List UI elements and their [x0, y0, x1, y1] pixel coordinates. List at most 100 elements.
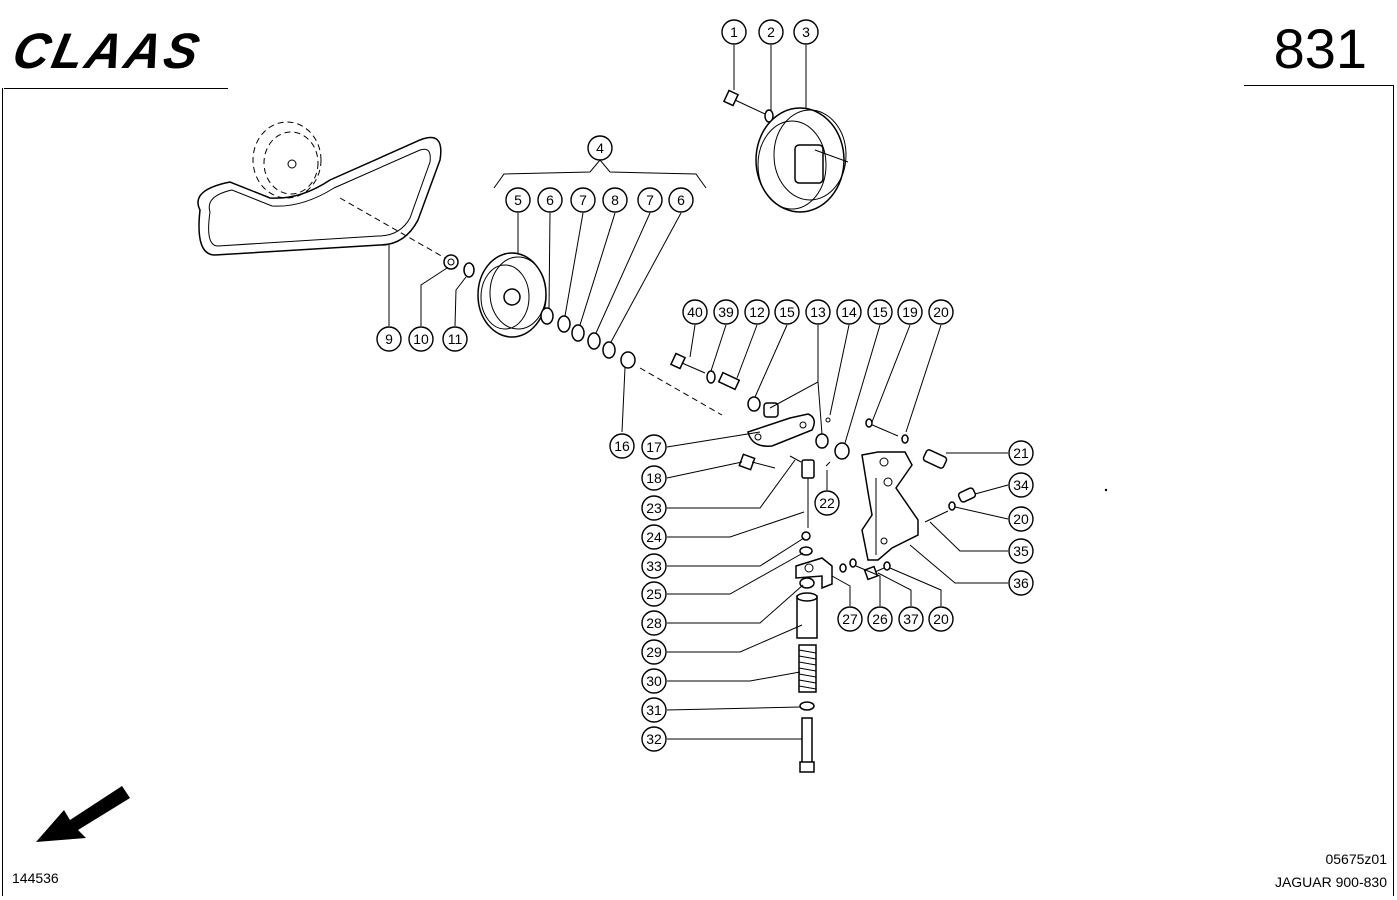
svg-text:18: 18 [646, 470, 662, 486]
bush-21 [922, 449, 948, 469]
callout-33: 33 [641, 553, 667, 579]
v-belt [197, 121, 446, 259]
callout-40: 40 [682, 299, 708, 325]
svg-text:15: 15 [872, 304, 888, 320]
header-rule-left [4, 88, 228, 89]
callout-39: 39 [713, 299, 739, 325]
callout-34: 34 [1008, 472, 1034, 498]
frame-left [2, 88, 3, 896]
svg-text:14: 14 [841, 304, 857, 320]
svg-text:25: 25 [646, 586, 662, 602]
direction-arrow-icon [36, 786, 130, 842]
callout-29: 29 [641, 639, 667, 665]
svg-text:40: 40 [687, 304, 703, 320]
svg-text:20: 20 [933, 304, 949, 320]
spring-30 [798, 644, 817, 693]
callout-23: 23 [641, 495, 667, 521]
bolt-1 [722, 89, 766, 115]
callout-27: 27 [837, 606, 863, 632]
washers-26 [839, 558, 857, 573]
svg-text:5: 5 [514, 192, 522, 208]
callout-4: 4 [587, 135, 613, 161]
washer-39 [706, 370, 716, 384]
callout-26: 26 [867, 606, 893, 632]
bolt-18 [738, 453, 776, 471]
bolt-19 [865, 418, 899, 437]
callout-24: 24 [641, 524, 667, 550]
svg-text:30: 30 [646, 673, 662, 689]
svg-text:34: 34 [1013, 477, 1029, 493]
svg-text:29: 29 [646, 644, 662, 660]
callout-6: 6 [537, 187, 563, 213]
svg-text:36: 36 [1013, 575, 1029, 591]
svg-text:7: 7 [579, 192, 587, 208]
callout-7: 7 [570, 187, 596, 213]
svg-text:2: 2 [767, 24, 775, 40]
svg-text:20: 20 [933, 611, 949, 627]
callout-17: 17 [641, 434, 667, 460]
callout-13: 13 [805, 299, 831, 325]
svg-text:13: 13 [810, 304, 826, 320]
callout-6b: 6 [668, 187, 694, 213]
svg-text:20: 20 [1013, 511, 1029, 527]
svg-text:19: 19 [902, 304, 918, 320]
callout-36: 36 [1008, 570, 1034, 596]
svg-text:11: 11 [448, 331, 463, 347]
bush-15a [747, 396, 761, 412]
bush-34 [957, 487, 977, 503]
svg-text:1: 1 [730, 24, 738, 40]
callout-21: 21 [1008, 440, 1034, 466]
callout-11: 11 [442, 326, 468, 352]
frame-right [1393, 85, 1394, 896]
svg-text:28: 28 [646, 615, 662, 631]
callout-3: 3 [793, 19, 819, 45]
pulley-3 [755, 107, 849, 213]
washer-20a [901, 434, 909, 444]
svg-text:16: 16 [614, 438, 630, 454]
svg-text:8: 8 [611, 192, 619, 208]
callout-19: 19 [897, 299, 923, 325]
sleeve-12 [717, 371, 741, 391]
split-pin-22 [825, 461, 831, 467]
svg-text:24: 24 [646, 529, 662, 545]
callout-16: 16 [609, 433, 635, 459]
tension-rod-24 [801, 459, 815, 528]
callout-14: 14 [836, 299, 862, 325]
callout-15b: 15 [867, 299, 893, 325]
callout-2: 2 [758, 19, 784, 45]
svg-text:9: 9 [385, 331, 393, 347]
callout-20: 20 [928, 299, 954, 325]
callout-5: 5 [505, 187, 531, 213]
callout-35: 35 [1008, 538, 1034, 564]
page-number: 831 [1273, 17, 1367, 80]
bolt-40 [669, 352, 706, 374]
callout-20c: 20 [928, 606, 954, 632]
svg-text:17: 17 [646, 439, 662, 455]
callout-15: 15 [774, 299, 800, 325]
washer-31 [799, 701, 815, 711]
svg-text:39: 39 [718, 304, 734, 320]
callout-10: 10 [408, 326, 434, 352]
leader-lines [388, 45, 1009, 740]
svg-text:21: 21 [1013, 445, 1029, 461]
pin-23 [789, 455, 802, 463]
callout-32: 32 [641, 726, 667, 752]
ring-28 [799, 577, 815, 589]
drawing-code: 05675z01 [1325, 851, 1387, 867]
bolt-35 [924, 510, 949, 523]
callout-1: 1 [721, 19, 747, 45]
callout-28: 28 [641, 610, 667, 636]
svg-text:7: 7 [646, 192, 654, 208]
svg-text:37: 37 [903, 611, 919, 627]
svg-text:3: 3 [802, 24, 810, 40]
bolt-37 [863, 565, 885, 581]
callout-30: 30 [641, 668, 667, 694]
speck-mark [1104, 488, 1108, 492]
svg-text:23: 23 [646, 500, 662, 516]
bearing-ring-stack [540, 307, 723, 416]
bolt-32 [799, 717, 815, 773]
callout-18: 18 [641, 465, 667, 491]
svg-text:12: 12 [749, 304, 765, 320]
callout-22: 22 [814, 490, 840, 516]
